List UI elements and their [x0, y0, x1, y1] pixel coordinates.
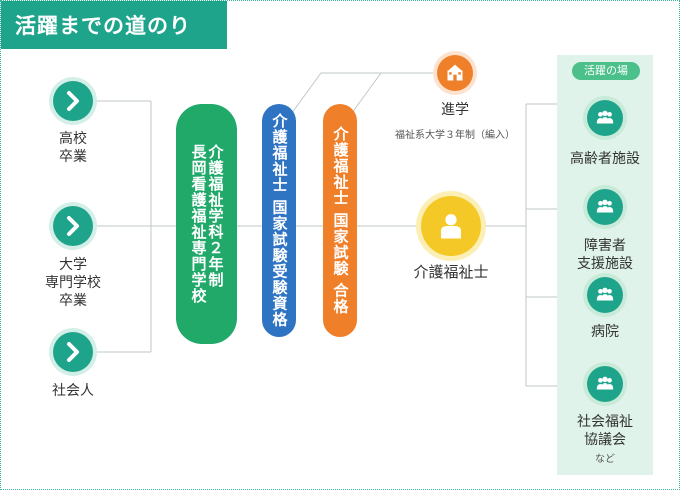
person-icon — [421, 196, 481, 256]
place-social-welfare-council-label: 社会福祉 協議会 — [577, 414, 633, 448]
origin-university-label: 大学 専門学校 卒業 — [45, 257, 101, 309]
place-hospital-label: 病院 — [591, 324, 619, 340]
further-study-label: 進学 — [441, 102, 469, 118]
people-group-icon — [587, 277, 623, 313]
place-disability-support-label: 障害者 支援施設 — [577, 238, 633, 272]
school-building-icon — [437, 55, 473, 91]
step-school-label: 介護福祉学科２年制 長岡看護福祉専門学校 — [189, 144, 225, 304]
step-exam-eligibility-label: 介護福祉士 国家試験受験資格 — [270, 113, 289, 328]
origin-high-school-chevron-icon — [53, 81, 93, 121]
origin-university-chevron-icon — [53, 206, 93, 246]
origin-working-adult-chevron-icon — [53, 332, 93, 372]
people-group-icon — [587, 100, 623, 136]
place-elderly-facility-label: 高齢者施設 — [570, 151, 640, 167]
people-group-icon — [587, 189, 623, 225]
further-study-sublabel: 福祉系大学３年制（編入） — [395, 130, 515, 141]
people-group-icon — [587, 366, 623, 402]
places-heading: 活躍の場 — [572, 62, 640, 80]
origin-high-school-label: 高校 卒業 — [59, 131, 87, 165]
places-note: など — [595, 454, 615, 465]
result-label: 介護福祉士 — [413, 263, 489, 281]
page-title: 活躍までの道のり — [1, 1, 227, 49]
step-exam-pass-label: 介護福祉士 国家試験 合格 — [331, 126, 350, 315]
step-exam-pass-pill: 介護福祉士 国家試験 合格 — [323, 104, 357, 337]
step-school-pill: 介護福祉学科２年制 長岡看護福祉専門学校 — [176, 104, 237, 344]
step-exam-eligibility-pill: 介護福祉士 国家試験受験資格 — [262, 104, 296, 337]
origin-working-adult-label: 社会人 — [52, 383, 94, 399]
